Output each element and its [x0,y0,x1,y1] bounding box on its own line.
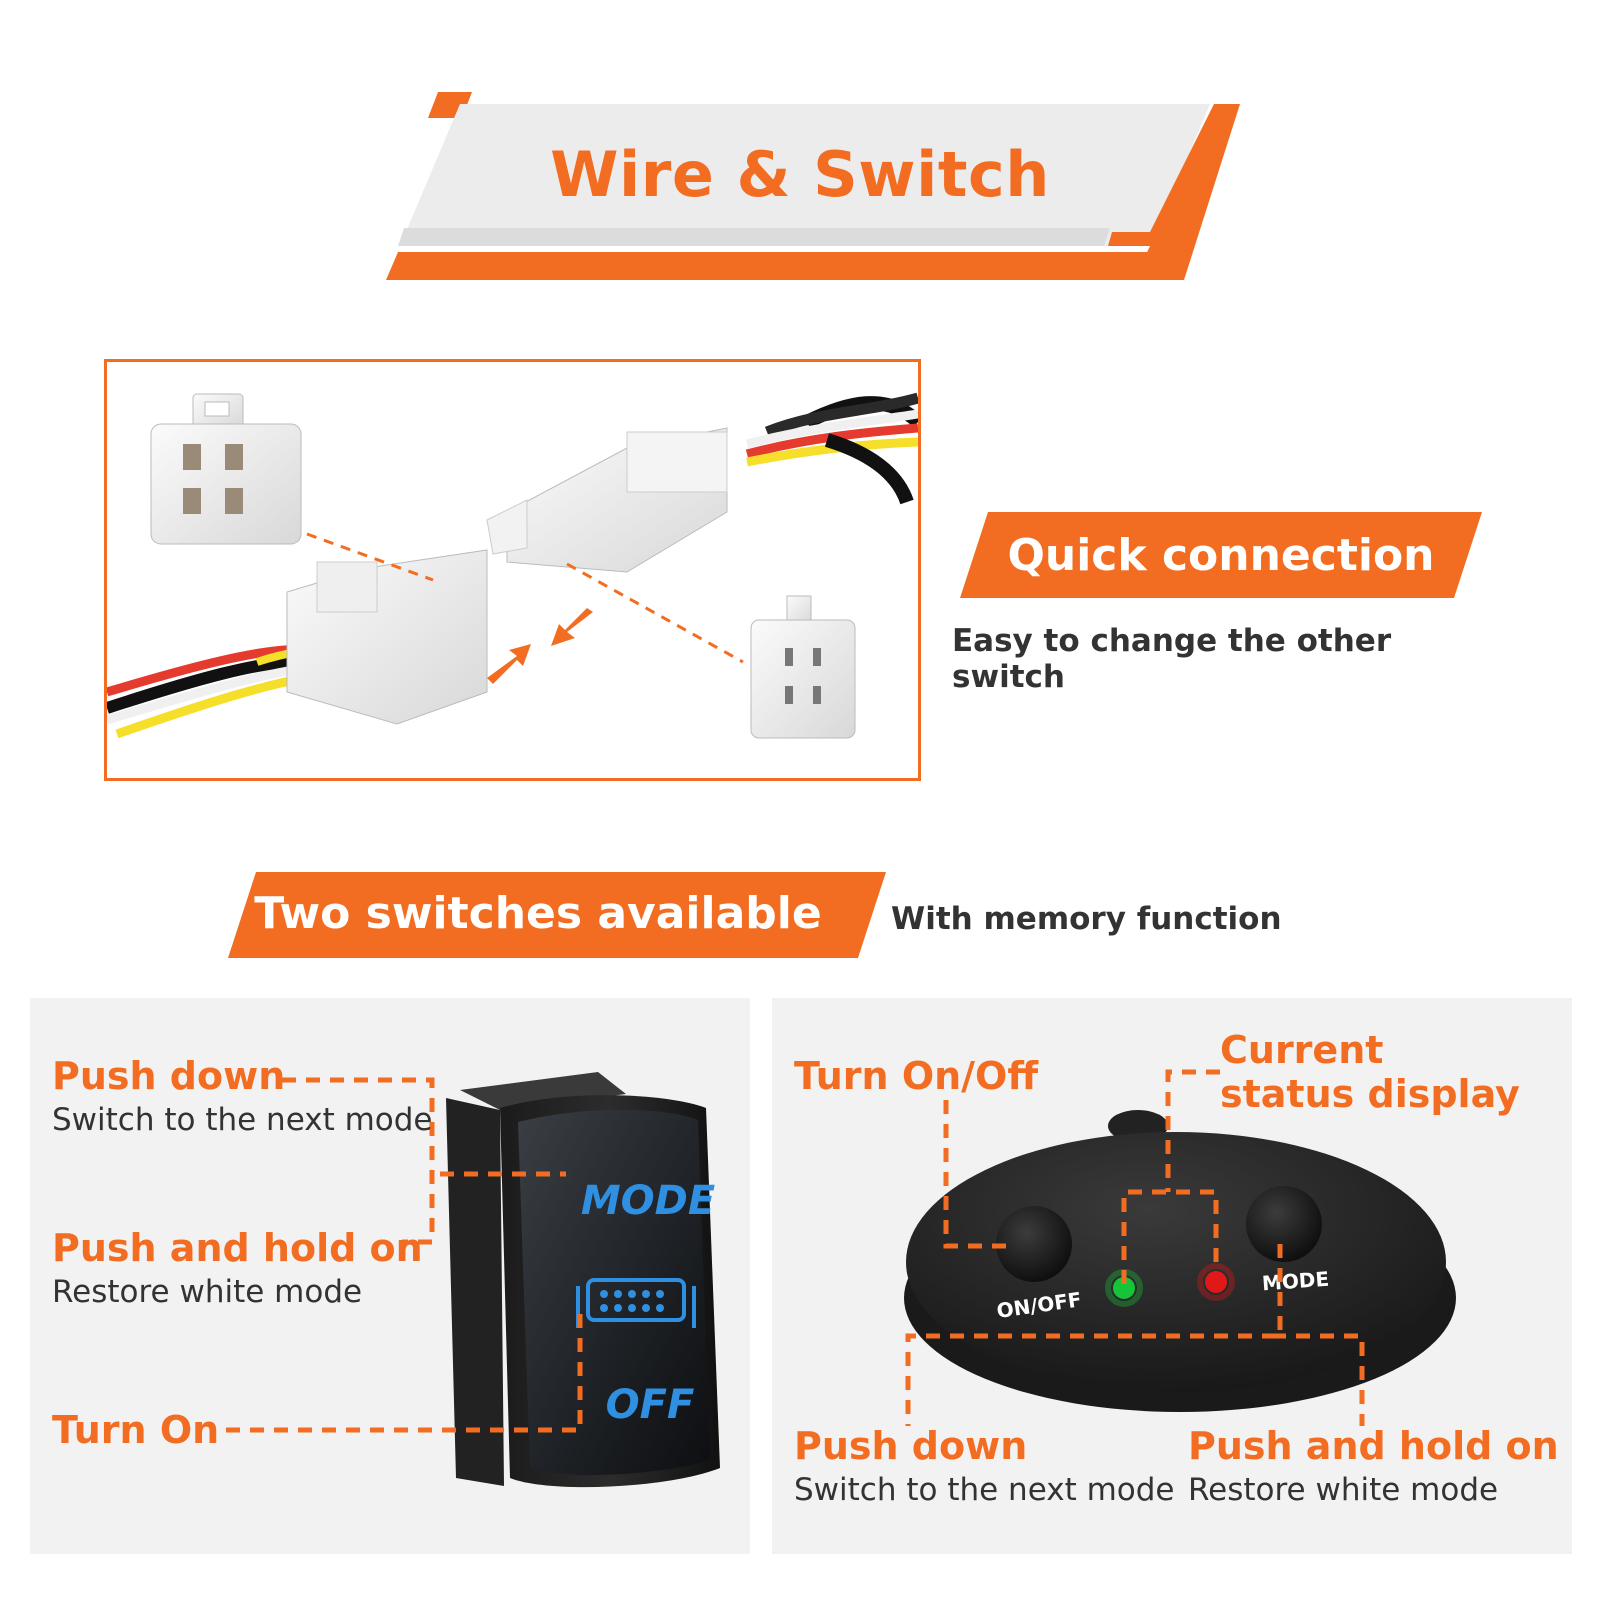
remote-switch-panel: ON/OFF MODE Turn On/Off Current status d… [772,998,1572,1554]
remote-push-hold-title: Push and hold on [1188,1424,1559,1468]
mode-button[interactable] [1246,1186,1322,1262]
quick-connection-label: Quick connection [1007,530,1435,581]
rocker-off-text: OFF [606,1382,695,1428]
rocker-push-down-title: Push down [52,1054,286,1098]
green-led [1113,1277,1135,1299]
red-led [1205,1271,1227,1293]
quick-connection-subtitle: Easy to change the other switch [952,623,1392,695]
rocker-push-hold-subtitle: Restore white mode [52,1274,363,1310]
title-banner [386,92,1240,280]
two-switches-subtitle: With memory function [891,901,1282,937]
remote-status-title-line1: Current [1220,1028,1384,1072]
rocker-switch-illustration: MODE OFF [226,1072,720,1488]
page-title: Wire & Switch [550,138,1050,211]
remote-push-down-title: Push down [794,1424,1028,1468]
mode-label: MODE [1261,1267,1330,1296]
rocker-push-down-subtitle: Switch to the next mode [52,1102,433,1138]
light-bar-icon [576,1278,696,1328]
rocker-mode-text: MODE [581,1178,715,1224]
connector-photo-frame [104,359,921,781]
rocker-push-hold-title: Push and hold on [52,1226,423,1270]
remote-status-title-line2: status display [1220,1072,1520,1116]
remote-push-down-subtitle: Switch to the next mode [794,1472,1175,1508]
remote-push-hold-subtitle: Restore white mode [1188,1472,1499,1508]
onoff-button[interactable] [996,1206,1072,1282]
quick-connection-tag [960,512,1482,598]
remote-switch-illustration: ON/OFF MODE [904,1069,1456,1426]
remote-turn-onoff-title: Turn On/Off [794,1054,1039,1098]
rocker-turn-on-title: Turn On [52,1408,220,1452]
two-switches-label: Two switches available [254,888,822,939]
two-switches-tag [228,872,886,958]
connector-illustration [107,392,918,739]
rocker-switch-panel: MODE OFF Push down Switch to the next mo… [30,998,750,1554]
